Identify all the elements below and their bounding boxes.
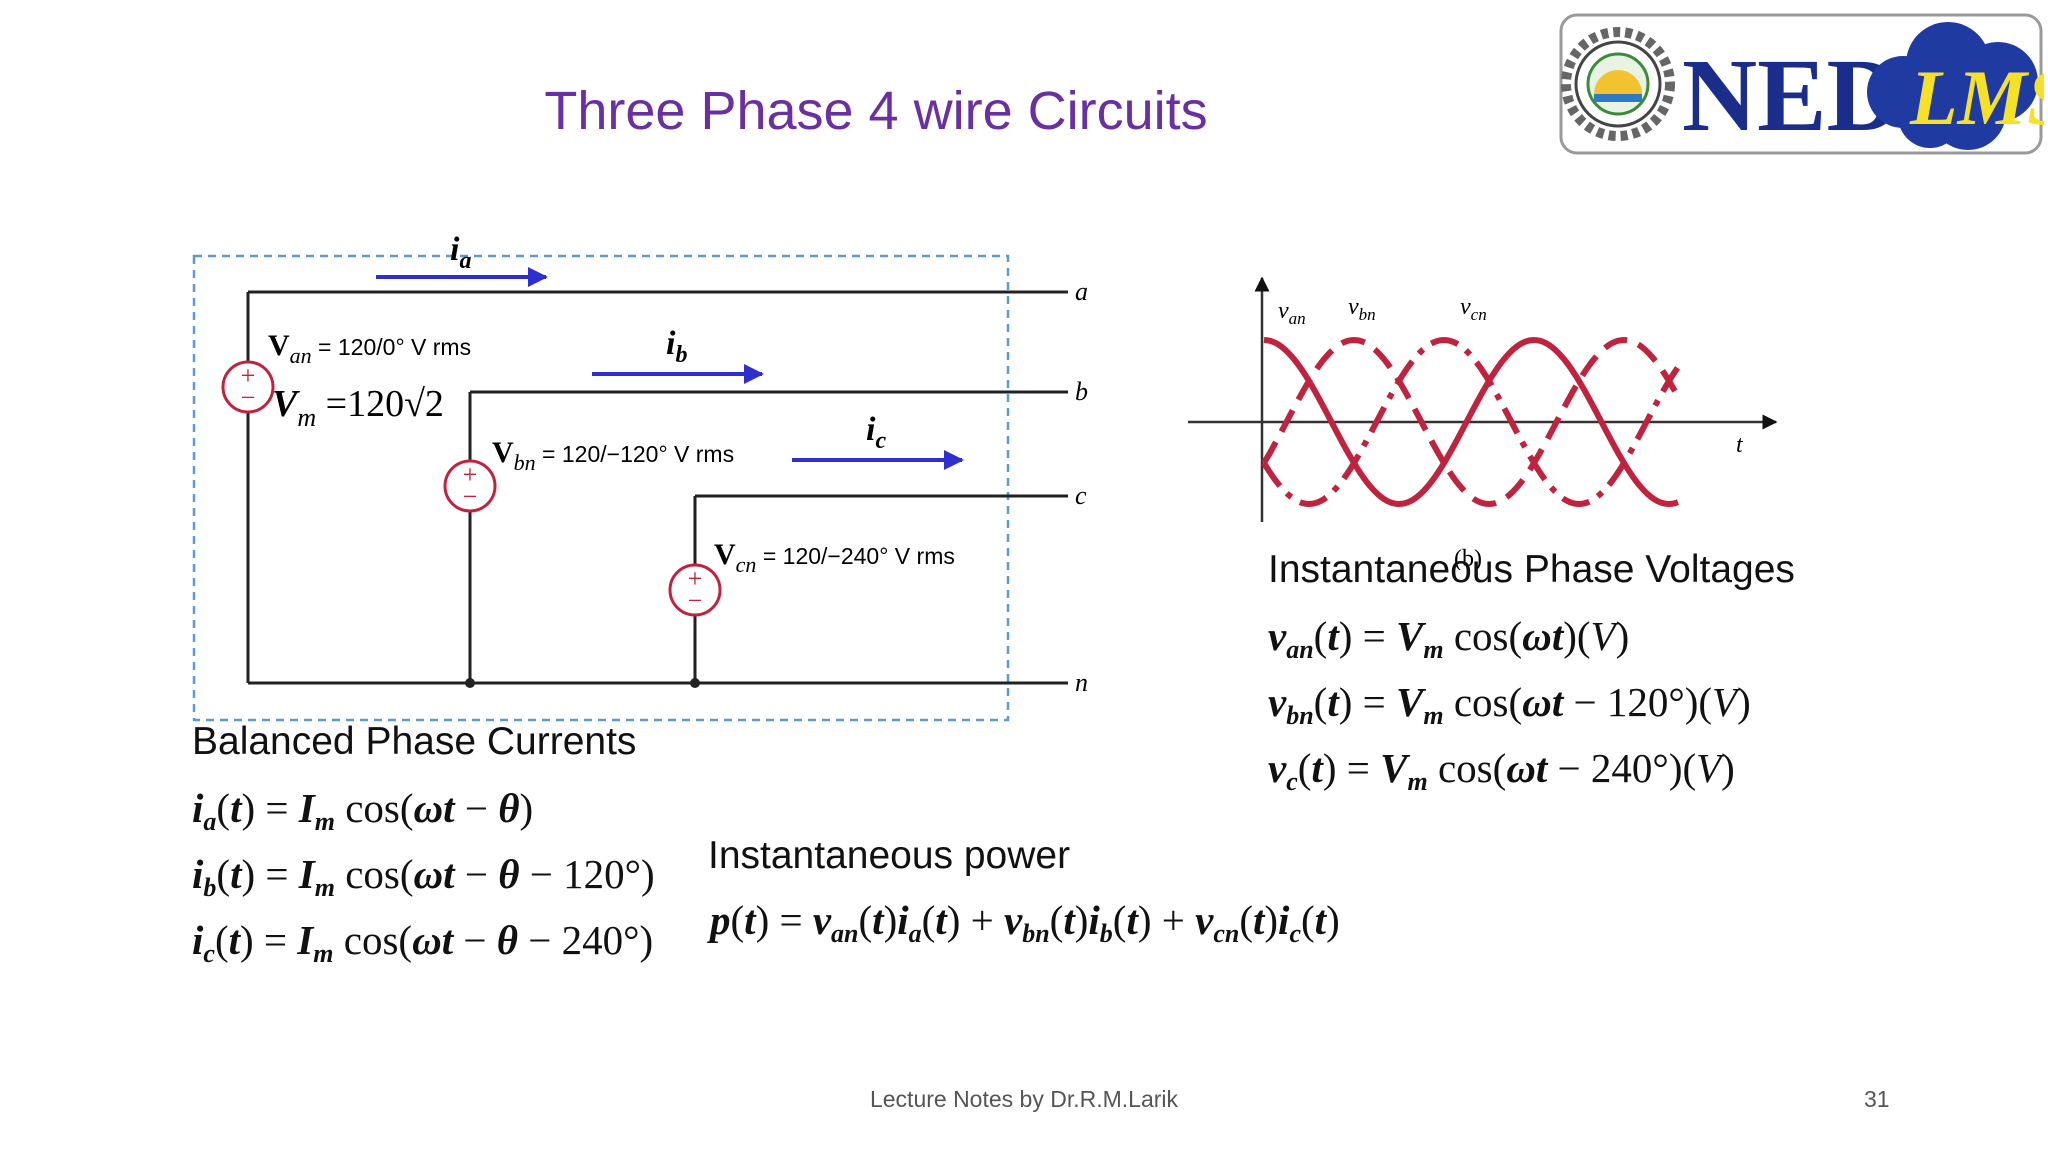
university-seal-icon (1561, 27, 1675, 141)
source-label-c: Vcn = 120/−240° V rms (714, 538, 955, 577)
source-label-a: Van = 120/0° V rms (268, 329, 471, 368)
voltage-eq-vc: vc(t) = Vm cos(ωt − 240°)(V) (1268, 745, 1735, 796)
voltage-eq-van: van(t) = Vm cos(ωt)(V) (1268, 613, 1630, 664)
waveform-label-van: van (1278, 298, 1306, 328)
svg-text:+: + (463, 460, 478, 489)
voltages-heading: Instantaneous Phase Voltages (1268, 548, 1795, 591)
voltage-source-b: + − (443, 459, 497, 513)
current-eq-ia: ia(t) = Im cos(ωt − θ) (192, 785, 534, 836)
current-eq-ic: ic(t) = Im cos(ωt − θ − 240°) (192, 917, 654, 968)
neutral-junction-b (465, 678, 475, 688)
logo-ned-text: NED (1682, 38, 1902, 153)
node-label-b: b (1075, 377, 1088, 406)
node-label-c: c (1075, 481, 1087, 510)
node-label-a: a (1075, 277, 1088, 306)
waveform-label-vbn: vbn (1348, 294, 1376, 324)
current-label-b: ib (666, 325, 687, 368)
svg-text:−: − (463, 482, 478, 511)
waveform-vcn (1261, 336, 1681, 508)
voltage-eq-vbn: vbn(t) = Vm cos(ωt − 120°)(V) (1268, 679, 1751, 730)
waveform-figure-label: (b) (1454, 546, 1482, 570)
currents-heading: Balanced Phase Currents (192, 720, 637, 763)
phase-voltage-waveforms: van vbn vcn t (b) (1188, 276, 1778, 570)
waveform-vbn (1261, 336, 1681, 508)
voltage-source-c: + − (668, 563, 722, 617)
svg-text:+: + (241, 361, 256, 390)
source-label-b: Vbn = 120/−120° V rms (492, 436, 734, 475)
logo-graphic: NED LMS (1559, 13, 2048, 155)
power-eq: p(t) = van(t)ia(t) + vbn(t)ib(t) + vcn(t… (710, 897, 1340, 948)
current-label-c: ic (866, 411, 886, 454)
waveform-label-t: t (1736, 432, 1744, 458)
vm-label: Vm =120√2 (272, 383, 444, 432)
circuit-wires (246, 290, 1068, 685)
footer-credit: Lecture Notes by Dr.R.M.Larik (869, 1086, 1179, 1112)
circuit-diagram: + − + − + − ia ib ic a b c n Van = 120/0… (192, 231, 1088, 722)
neutral-junction-c (690, 678, 700, 688)
voltage-source-a: + − (221, 360, 275, 414)
ned-lms-logo: NED LMS (1558, 12, 2048, 156)
current-eq-ib: ib(t) = Im cos(ωt − θ − 120°) (192, 851, 655, 902)
waveform-van (1263, 336, 1679, 508)
cloud-icon (1867, 22, 2038, 150)
svg-text:+: + (688, 564, 703, 593)
logo-lms-text: LMS (1909, 54, 2044, 141)
current-label-a: ia (450, 231, 471, 274)
svg-text:−: − (688, 586, 703, 615)
svg-text:−: − (241, 383, 256, 412)
power-heading: Instantaneous power (708, 834, 1071, 877)
waveform-label-vcn: vcn (1460, 294, 1487, 324)
slide-title: Three Phase 4 wire Circuits (544, 81, 1208, 141)
page-number: 31 (1864, 1086, 1890, 1112)
node-label-n: n (1075, 668, 1088, 697)
source-enclosure (192, 254, 1010, 722)
